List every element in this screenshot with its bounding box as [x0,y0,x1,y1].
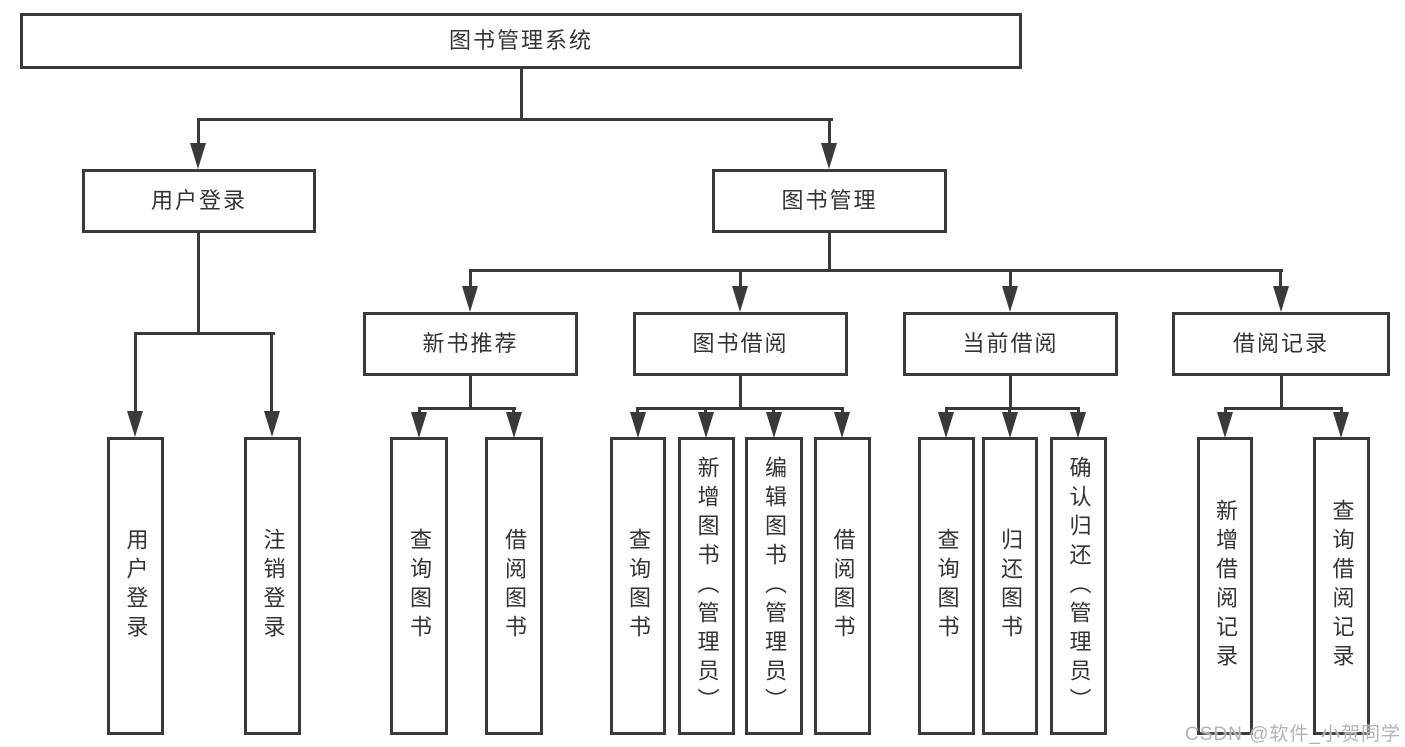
connector-to-current-borrow [1009,269,1012,290]
connector-mgmt-stem [828,233,831,272]
arrow-down-icon [127,411,143,437]
node-current-borrow: 当前借阅 [903,312,1118,376]
node-leaf-query-books-recommend: 查询图书 [390,437,448,735]
node-leaf-query-books-current: 查询图书 [918,437,975,735]
connector-stub [772,407,775,415]
arrow-down-icon [732,286,748,312]
arrow-down-icon [938,412,954,438]
node-label: 用户登录 [123,528,149,644]
connector-user-stem [197,233,200,334]
connector-user-branch [134,332,275,335]
connector-stub [945,407,948,415]
node-label: 查询图书 [407,528,432,644]
arrow-down-icon [264,411,280,437]
arrow-down-icon [462,286,478,312]
arrow-down-icon [506,412,522,438]
connector-to-new-book [469,269,472,290]
arrow-down-icon [834,412,850,438]
arrow-down-icon [1002,286,1018,312]
node-label: 借阅图书 [502,528,527,644]
connector-stub [636,407,639,415]
connector-currentborrow-stem [1009,376,1012,409]
node-leaf-logout: 注销登录 [244,437,301,735]
connector-bookborrow-stem [739,376,742,409]
arrow-down-icon [821,143,837,169]
watermark: CSDN @软件_小贺同学 [1185,724,1401,745]
node-label: 归还图书 [998,528,1023,644]
node-label: 查询图书 [626,528,651,644]
connector-stub [418,407,421,415]
node-label: 图书借阅 [692,330,789,356]
node-book-management: 图书管理 [712,169,947,233]
connector-root-branch [197,118,833,121]
node-label: 借阅图书 [830,528,856,644]
node-leaf-query-books: 查询图书 [610,437,666,735]
node-leaf-query-borrow-record: 查询借阅记录 [1313,437,1370,735]
node-label: 查询借阅记录 [1329,499,1355,673]
arrow-down-icon [630,412,646,438]
arrow-down-icon [190,143,206,169]
connector-borrowrecord-branch [1224,407,1343,410]
connector-bookborrow-branch [636,407,844,410]
node-label: 编辑图书（管理员） [762,455,787,717]
connector-stub [704,407,707,415]
connector-root-stem [520,69,523,120]
node-leaf-add-borrow-record: 新增借阅记录 [1197,437,1253,735]
arrow-down-icon [411,412,427,438]
node-book-borrow: 图书借阅 [633,312,848,376]
arrow-down-icon [1333,412,1349,438]
node-leaf-user-login: 用户登录 [107,437,164,735]
arrow-down-icon [698,412,714,438]
node-label: 图书管理 [781,187,878,213]
connector-mgmt-branch [469,269,1283,272]
arrow-down-icon [766,412,782,438]
connector-newbook-stem [469,376,472,409]
node-label: 确认归还（管理员） [1066,455,1092,717]
arrow-down-icon [1002,412,1018,438]
connector-stub [1224,407,1227,415]
connector-stub [1008,407,1011,415]
node-leaf-add-book-admin: 新增图书（管理员） [678,437,735,735]
node-root-library-management-system: 图书管理系统 [20,13,1022,69]
connector-to-book-mgmt [828,118,831,145]
connector-currentborrow-branch [945,407,1080,410]
node-label: 新增图书（管理员） [694,455,720,717]
node-new-book-recommend: 新书推荐 [363,312,578,376]
connector-to-borrow-record [1279,269,1282,290]
node-leaf-return-book: 归还图书 [982,437,1038,735]
connector-to-book-borrow [739,269,742,290]
arrow-down-icon [1070,412,1086,438]
arrow-down-icon [1273,286,1289,312]
node-label: 用户登录 [150,187,247,213]
node-label: 新增借阅记录 [1213,499,1238,673]
node-label: 借阅记录 [1232,330,1329,356]
node-leaf-borrow-books-recommend: 借阅图书 [485,437,543,735]
connector-to-logout [270,332,273,413]
connector-stub [1077,407,1080,415]
arrow-down-icon [1217,412,1233,438]
connector-to-login [134,332,137,413]
node-label: 新书推荐 [422,330,519,356]
connector-stub [841,407,844,415]
connector-borrowrecord-stem [1280,376,1283,409]
connector-stub [512,407,515,415]
node-user-login: 用户登录 [82,169,316,233]
node-borrow-record: 借阅记录 [1172,312,1390,376]
connector-stub [1340,407,1343,415]
connector-to-user-login [197,118,200,145]
node-label: 图书管理系统 [448,27,593,53]
node-label: 当前借阅 [962,330,1059,356]
node-leaf-borrow-books: 借阅图书 [814,437,871,735]
node-leaf-confirm-return-admin: 确认归还（管理员） [1050,437,1107,735]
node-leaf-edit-book-admin: 编辑图书（管理员） [745,437,803,735]
node-label: 查询图书 [934,528,960,644]
node-label: 注销登录 [260,528,286,644]
connector-newbook-branch [418,407,516,410]
